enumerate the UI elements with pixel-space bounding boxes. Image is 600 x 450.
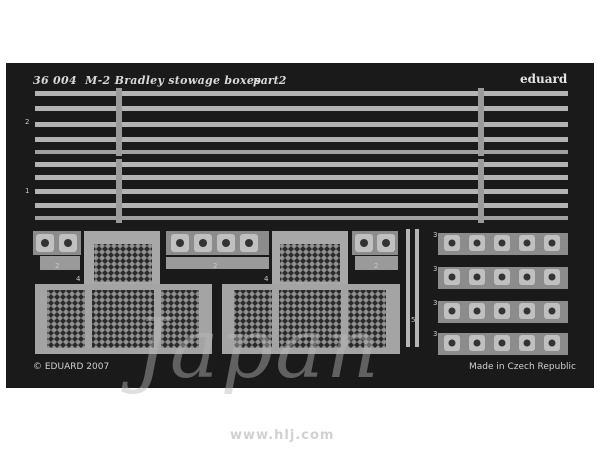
sheet-part: part2 [253, 74, 287, 87]
rod-pair [406, 229, 419, 347]
part-number-hinge-b: 2 [213, 262, 217, 270]
part-number-right-1: 3 [433, 231, 437, 239]
lid-a [84, 231, 160, 286]
part-number-hinge-a: 2 [55, 262, 59, 270]
product-title: M-2 Bradley stowage boxes [85, 74, 261, 87]
watermark-url: www.hlj.com [230, 428, 335, 443]
right-hinge-row [438, 233, 568, 255]
watermark-script: Japan [135, 302, 381, 397]
box-panel-right [222, 284, 400, 354]
part-number-strip-1: 2 [25, 118, 29, 126]
hinge-group-c [352, 231, 398, 270]
strip-row-2 [35, 159, 568, 223]
part-number-right-4: 3 [433, 330, 437, 338]
right-hinge-row [438, 267, 568, 289]
box-panel-left [35, 284, 212, 354]
part-number-hinge-c: 2 [374, 262, 378, 270]
copyright-text: © EDUARD 2007 [33, 362, 110, 372]
part-number-right-2: 3 [433, 265, 437, 273]
right-hinge-rows [438, 233, 568, 355]
part-number-rods: 5 [411, 316, 415, 324]
part-number-right-3: 3 [433, 299, 437, 307]
lid-b [272, 231, 348, 286]
right-hinge-row [438, 333, 568, 355]
part-number-lid-b: 4 [264, 275, 269, 283]
hinge-group-a [33, 231, 81, 270]
part-number-strip-2: 1 [25, 187, 29, 195]
origin-text: Made in Czech Republic [469, 362, 576, 372]
hinge-group-b [166, 231, 269, 269]
sheet-title: 36 004 M-2 Bradley stowage boxes [33, 74, 261, 87]
product-code: 36 004 [33, 74, 77, 87]
part-number-lid-a: 4 [76, 275, 81, 283]
strip-row-1 [35, 88, 568, 156]
right-hinge-row [438, 301, 568, 323]
brand-logo: eduard [520, 72, 568, 86]
